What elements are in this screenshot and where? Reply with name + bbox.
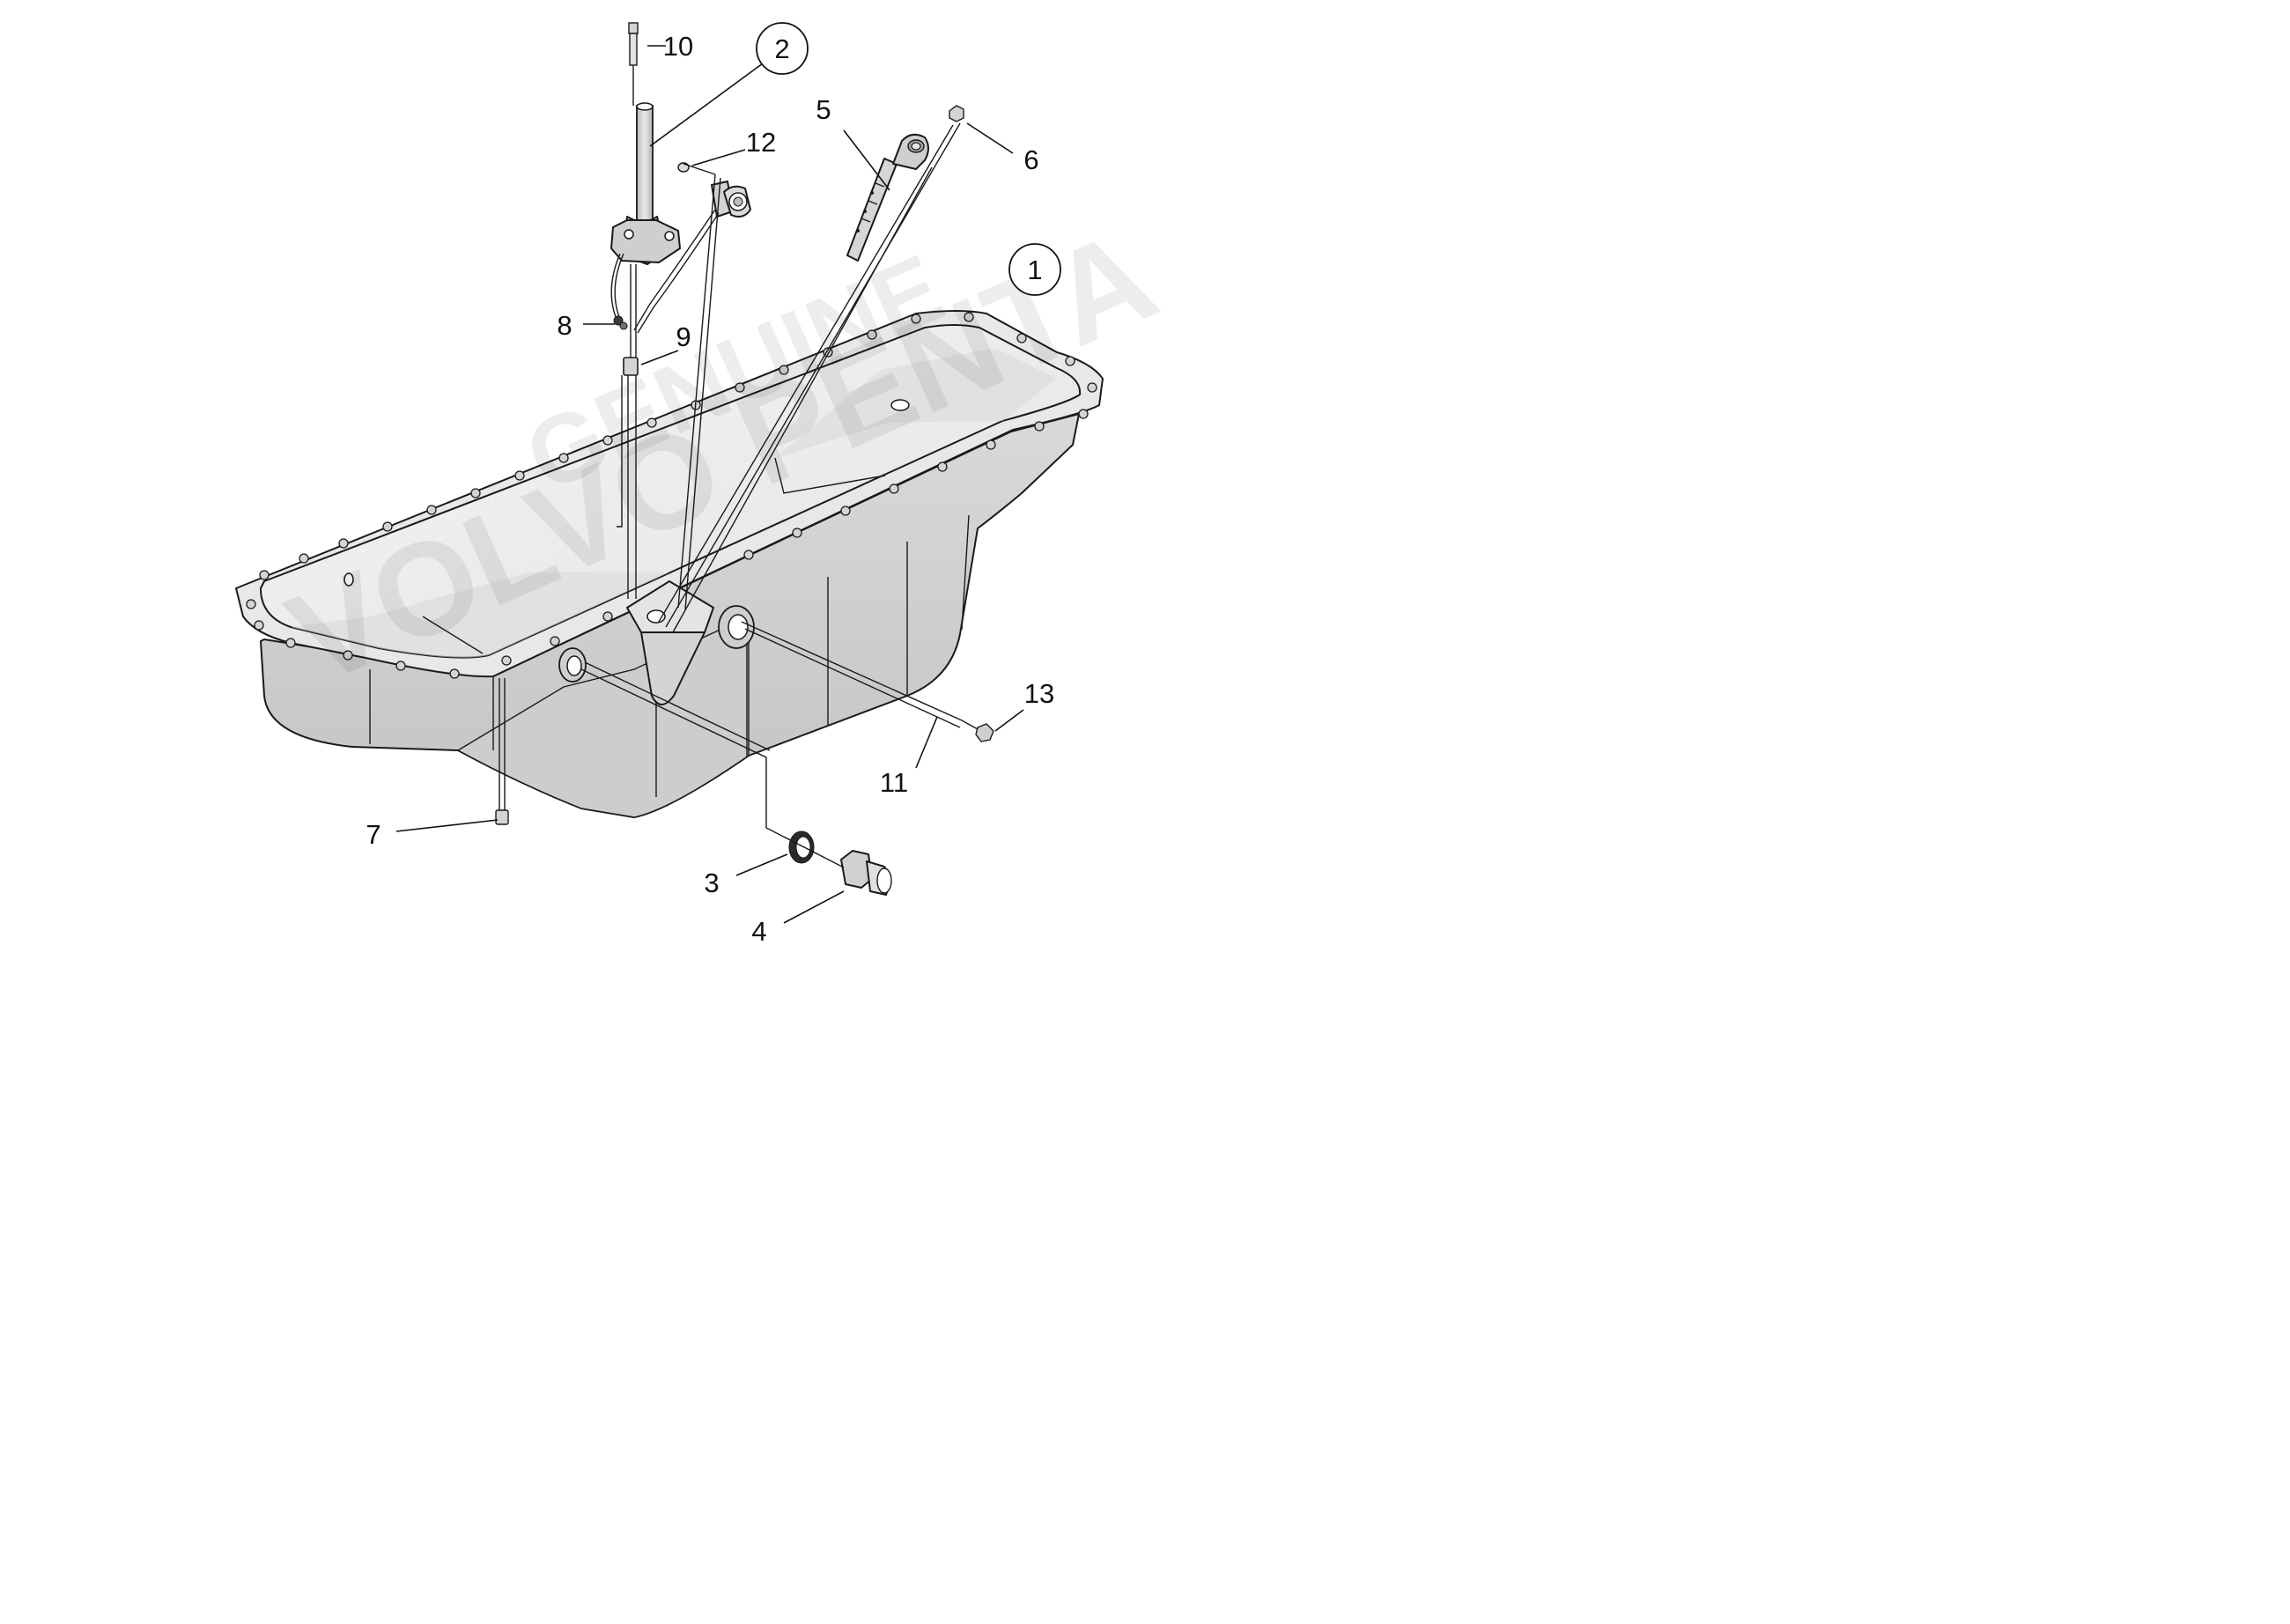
callout-1: 1	[1008, 243, 1061, 296]
part-3-sealing-ring	[788, 830, 815, 864]
callouts: 1 2 3 4 5 6 7 8 9 10 11 12 13	[366, 22, 1061, 947]
exploded-parts-diagram: GENUINE VOLVO PENTA	[235, 22, 1176, 947]
leader-lines	[395, 45, 1024, 924]
callout-5-label: 5	[816, 94, 831, 125]
callout-7-label: 7	[366, 819, 380, 850]
part-10-bolt	[628, 22, 639, 66]
callout-11-label: 11	[880, 767, 908, 798]
callout-1-label: 1	[1027, 255, 1042, 285]
callout-2-label: 2	[774, 33, 789, 64]
assembly-lines	[499, 65, 963, 868]
part-7-plug	[495, 809, 509, 825]
part-13-fitting	[961, 720, 994, 742]
callout-8-label: 8	[557, 310, 572, 341]
callout-2: 2	[756, 22, 809, 75]
callout-12-label: 12	[746, 127, 776, 158]
part-4-drain-plug	[840, 850, 892, 896]
callout-6-label: 6	[1023, 144, 1038, 175]
part-6-bolt	[949, 105, 964, 122]
dipstick-tube-assembly	[610, 102, 751, 334]
part-8-clip	[613, 315, 628, 330]
callout-4-label: 4	[751, 916, 766, 947]
callout-13-label: 13	[1024, 678, 1054, 709]
part-9-sleeve	[623, 357, 639, 376]
oil-pan	[235, 310, 1104, 818]
callout-9-label: 9	[676, 321, 691, 352]
part-12-screw	[677, 162, 716, 175]
callout-10-label: 10	[663, 31, 693, 62]
callout-3-label: 3	[704, 867, 719, 898]
